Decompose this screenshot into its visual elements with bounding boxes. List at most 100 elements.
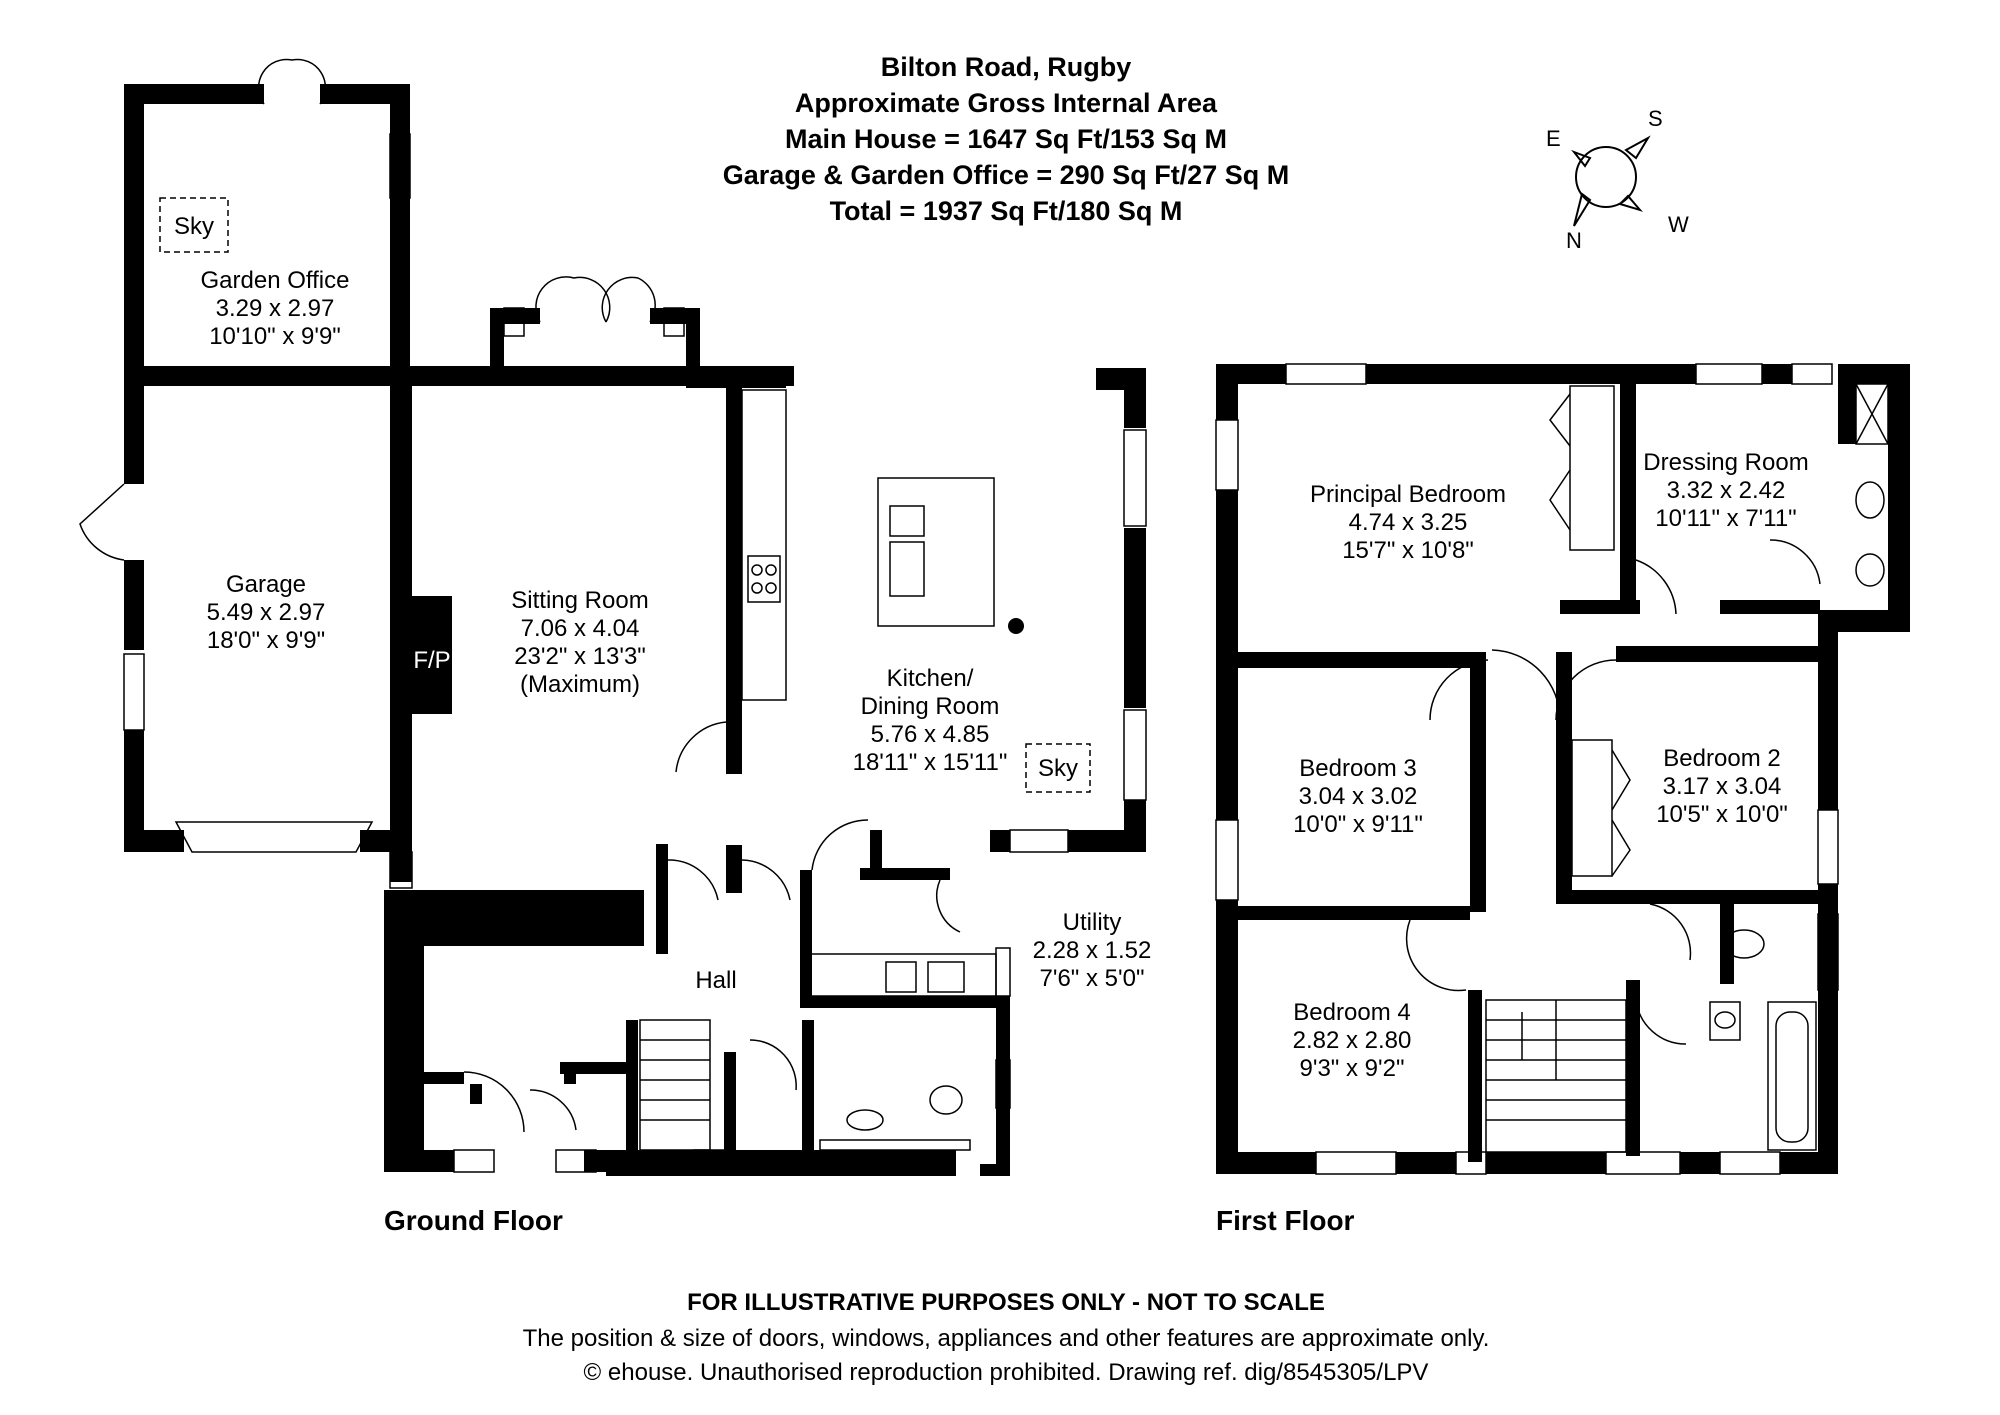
wall bbox=[726, 384, 742, 774]
window bbox=[1605, 1151, 1681, 1175]
bed4-imperial: 9'3" x 9'2" bbox=[1300, 1055, 1405, 1082]
wall bbox=[724, 1052, 736, 1152]
wall bbox=[320, 84, 410, 104]
bed2-metric: 3.17 x 3.04 bbox=[1663, 773, 1782, 800]
header-line2: Approximate Gross Internal Area bbox=[795, 88, 1218, 118]
bed2-imperial: 10'5" x 10'0" bbox=[1656, 801, 1788, 828]
ensuite-basin bbox=[1855, 481, 1885, 519]
compass-icon bbox=[1571, 135, 1651, 227]
garage-imperial: 18'0" x 9'9" bbox=[207, 627, 325, 654]
door-swing bbox=[1555, 659, 1617, 721]
window bbox=[1695, 363, 1763, 385]
kitchen-island bbox=[877, 477, 995, 627]
wc bbox=[929, 1085, 963, 1115]
bed3-metric: 3.04 x 3.02 bbox=[1299, 783, 1418, 810]
wall bbox=[560, 1062, 630, 1074]
wall bbox=[1818, 610, 1910, 632]
wall bbox=[490, 308, 504, 368]
wall bbox=[800, 870, 812, 1000]
wall bbox=[626, 1020, 638, 1152]
wall bbox=[1470, 652, 1486, 912]
ground-floor-walls bbox=[124, 84, 1146, 1176]
door-swing bbox=[1635, 999, 1687, 1045]
door-swing bbox=[811, 819, 869, 871]
wall bbox=[1616, 646, 1822, 662]
wall bbox=[124, 830, 184, 852]
window bbox=[1817, 913, 1839, 991]
bathroom-wc bbox=[1723, 929, 1765, 959]
window bbox=[1285, 363, 1367, 385]
hob bbox=[747, 555, 781, 603]
garage-name: Garage bbox=[226, 571, 306, 598]
utility-metric: 2.28 x 1.52 bbox=[1033, 937, 1152, 964]
bed4-metric: 2.82 x 2.80 bbox=[1293, 1027, 1412, 1054]
header-line1: Bilton Road, Rugby bbox=[881, 52, 1131, 82]
header-line4: Garage & Garden Office = 290 Sq Ft/27 Sq… bbox=[723, 160, 1289, 190]
utility-worktop bbox=[809, 953, 997, 997]
sitting-note: (Maximum) bbox=[520, 671, 640, 698]
wall bbox=[860, 868, 950, 880]
door-swing bbox=[1429, 659, 1489, 721]
wall bbox=[726, 845, 742, 893]
first-floor-walls bbox=[1216, 364, 1910, 1174]
hob-ring bbox=[751, 582, 763, 594]
window bbox=[503, 307, 525, 337]
wall bbox=[1216, 490, 1238, 820]
wall bbox=[1838, 364, 1856, 444]
cloakroom-unit bbox=[819, 1139, 971, 1151]
dressing-imperial: 10'11" x 7'11" bbox=[1655, 505, 1796, 532]
french-doors bbox=[601, 276, 656, 323]
basin bbox=[846, 1109, 884, 1131]
door-swing bbox=[1491, 649, 1561, 721]
hob-ring bbox=[765, 564, 777, 576]
wall bbox=[1396, 1152, 1456, 1174]
fp-label: F/P bbox=[413, 647, 450, 674]
island-post bbox=[1008, 618, 1024, 634]
dressing-metric: 3.32 x 2.42 bbox=[1667, 477, 1786, 504]
wall bbox=[656, 844, 668, 954]
dressing-name: Dressing Room bbox=[1643, 449, 1808, 476]
sitting-name: Sitting Room bbox=[511, 587, 648, 614]
wall bbox=[1216, 1152, 1316, 1174]
window bbox=[1719, 1151, 1781, 1175]
wall bbox=[996, 996, 1010, 1176]
hall-name: Hall bbox=[695, 967, 736, 994]
wall bbox=[1124, 528, 1146, 708]
sitting-imperial: 23'2" x 13'3" bbox=[514, 643, 646, 670]
compass-w: W bbox=[1668, 212, 1689, 237]
wall bbox=[1680, 1152, 1720, 1174]
wall bbox=[990, 830, 1010, 852]
window bbox=[1215, 419, 1239, 491]
wall bbox=[390, 852, 412, 882]
window bbox=[995, 947, 1011, 997]
wall bbox=[1720, 600, 1820, 614]
wall bbox=[124, 84, 144, 384]
bed4-name: Bedroom 4 bbox=[1293, 999, 1410, 1026]
compass-e: E bbox=[1546, 126, 1561, 151]
utility-name: Utility bbox=[1063, 909, 1122, 936]
first-floor-label: First Floor bbox=[1216, 1205, 1355, 1236]
garden-office-imperial: 10'10" x 9'9" bbox=[209, 323, 341, 350]
skylight bbox=[159, 197, 229, 253]
wall bbox=[124, 366, 794, 386]
wall bbox=[1236, 652, 1486, 668]
bathroom-basin bbox=[1709, 1001, 1741, 1041]
utility-sink bbox=[885, 961, 917, 993]
ground-floor-label: Ground Floor bbox=[384, 1205, 563, 1236]
principal-imperial: 15'7" x 10'8" bbox=[1342, 537, 1474, 564]
shower bbox=[1855, 383, 1889, 445]
french-doors bbox=[535, 276, 611, 323]
kitchen-metric: 5.76 x 4.85 bbox=[871, 721, 990, 748]
wall bbox=[1626, 980, 1640, 1156]
wall bbox=[606, 1150, 956, 1176]
window bbox=[663, 307, 685, 337]
footer-line2: The position & size of doors, windows, a… bbox=[523, 1325, 1490, 1352]
garage-door bbox=[174, 821, 374, 853]
wardrobe bbox=[1569, 385, 1615, 551]
compass-labels: E S W N bbox=[1546, 106, 1689, 253]
window bbox=[1123, 429, 1147, 527]
wall bbox=[1888, 364, 1910, 624]
wall bbox=[404, 1072, 464, 1084]
door-swing bbox=[529, 1089, 577, 1131]
principal-metric: 4.74 x 3.25 bbox=[1349, 509, 1468, 536]
